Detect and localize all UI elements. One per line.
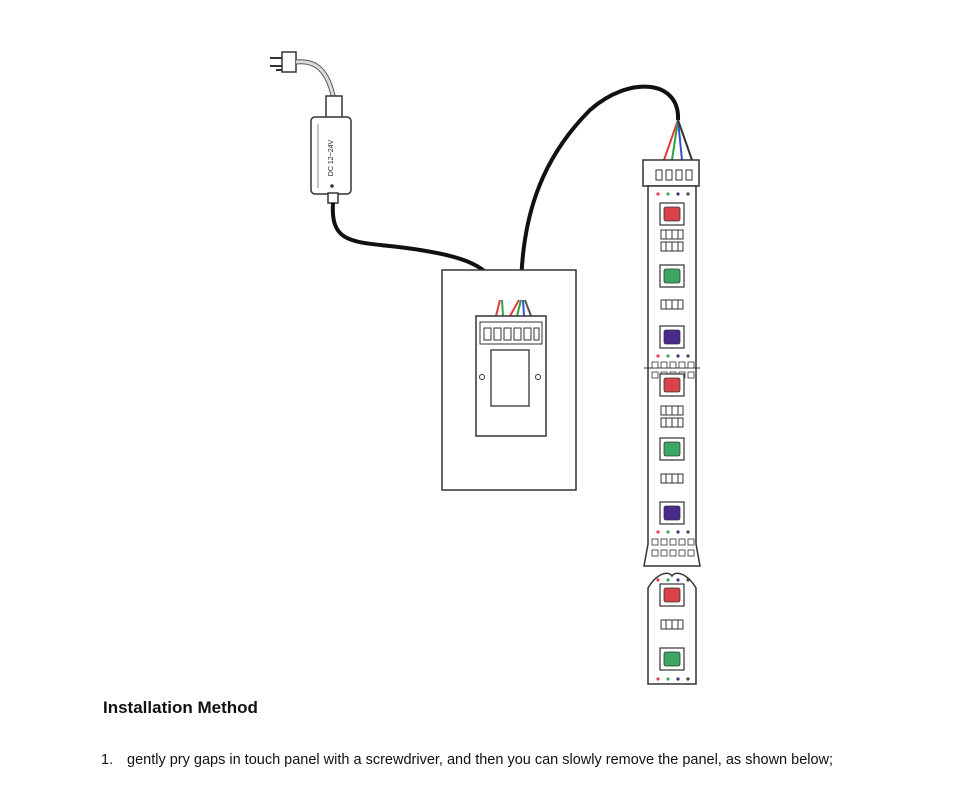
- power-adapter: DC 12~24V: [310, 95, 352, 204]
- installation-diagram: DC 12~24V: [270, 51, 701, 685]
- led-red: [659, 583, 685, 607]
- polarity-dots: [656, 530, 690, 534]
- adapter-voltage-label: DC 12~24V: [328, 139, 335, 176]
- resistor-icon: [660, 229, 684, 252]
- led-green: [659, 264, 685, 288]
- resistor-icon: [660, 473, 684, 484]
- led-red: [659, 373, 685, 397]
- step-text: gently pry gaps in touch panel with a sc…: [127, 752, 834, 768]
- resistor-icon: [660, 619, 684, 630]
- solder-pads: [651, 538, 695, 546]
- solder-pads: [651, 549, 695, 557]
- section-heading: Installation Method: [103, 698, 258, 717]
- instruction-list: 1. gently pry gaps in touch panel with a…: [101, 748, 921, 772]
- polarity-dots: [656, 578, 690, 582]
- step-number: 1.: [101, 752, 114, 768]
- led-red: [659, 202, 685, 226]
- resistor-icon: [660, 405, 684, 428]
- resistor-icon: [660, 299, 684, 310]
- polarity-dots: [656, 192, 690, 196]
- power-plug-icon: [270, 51, 337, 101]
- led-green: [659, 437, 685, 461]
- led-blue: [659, 325, 685, 349]
- strip-connector: [642, 119, 700, 187]
- polarity-dots: [656, 677, 690, 681]
- wall-plate: [441, 269, 577, 491]
- polarity-dots: [656, 354, 690, 358]
- led-green: [659, 647, 685, 671]
- solder-pads: [651, 361, 695, 369]
- controller-module: [475, 299, 547, 437]
- list-item: 1. gently pry gaps in touch panel with a…: [101, 748, 921, 772]
- led-blue: [659, 501, 685, 525]
- strip-cable: [518, 84, 681, 301]
